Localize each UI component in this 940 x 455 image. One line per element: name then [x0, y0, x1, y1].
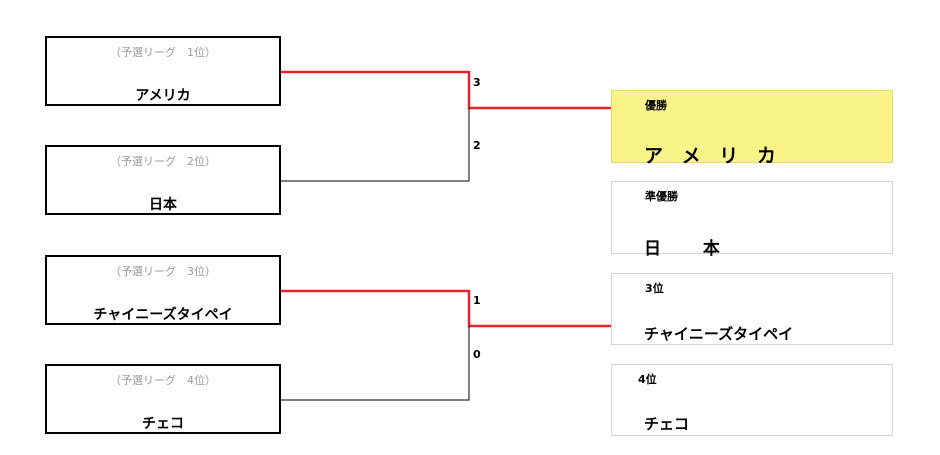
- rank-label: 3位: [645, 282, 664, 295]
- final-score-bottom: 2: [473, 139, 481, 152]
- third-score-top: 1: [473, 294, 481, 307]
- seed-box-3: （予選リーグ 3位） チャイニーズタイペイ: [45, 255, 281, 325]
- result-fourth-place: 4位 チェコ: [611, 364, 893, 436]
- result-team-name: 日 本: [644, 239, 738, 259]
- result-third-place: 3位 チャイニーズタイペイ: [611, 273, 893, 345]
- seed-box-2: （予選リーグ 2位） 日本: [45, 145, 281, 215]
- team-name: アメリカ: [135, 88, 191, 104]
- result-team-name: ア メ リ カ: [644, 145, 782, 167]
- loser-path-third: [281, 326, 470, 401]
- seed-label: （予選リーグ 1位）: [110, 46, 216, 59]
- winner-path-third: [281, 289, 611, 328]
- team-name: チャイニーズタイペイ: [93, 307, 233, 323]
- result-team-name: チャイニーズタイペイ: [644, 325, 794, 343]
- third-score-bottom: 0: [473, 348, 481, 361]
- seed-box-4: （予選リーグ 4位） チェコ: [45, 364, 281, 434]
- seed-label: （予選リーグ 4位）: [110, 374, 216, 387]
- result-team-name: チェコ: [644, 415, 690, 433]
- rank-label: 準優勝: [645, 190, 678, 203]
- team-name: チェコ: [142, 416, 184, 432]
- winner-path-final: [281, 70, 611, 110]
- third-place-match-lines: [281, 289, 611, 401]
- seed-label: （予選リーグ 2位）: [110, 155, 216, 168]
- final-score-top: 3: [473, 76, 481, 89]
- seed-box-1: （予選リーグ 1位） アメリカ: [45, 36, 281, 106]
- rank-label: 4位: [638, 373, 657, 386]
- rank-label: 優勝: [645, 99, 667, 112]
- result-champion: 優勝 ア メ リ カ: [611, 90, 893, 167]
- seed-label: （予選リーグ 3位）: [110, 265, 216, 278]
- team-name: 日本: [149, 197, 177, 213]
- result-runner-up: 準優勝 日 本: [611, 181, 893, 259]
- final-match-lines: [281, 70, 611, 182]
- loser-path-final: [281, 108, 470, 182]
